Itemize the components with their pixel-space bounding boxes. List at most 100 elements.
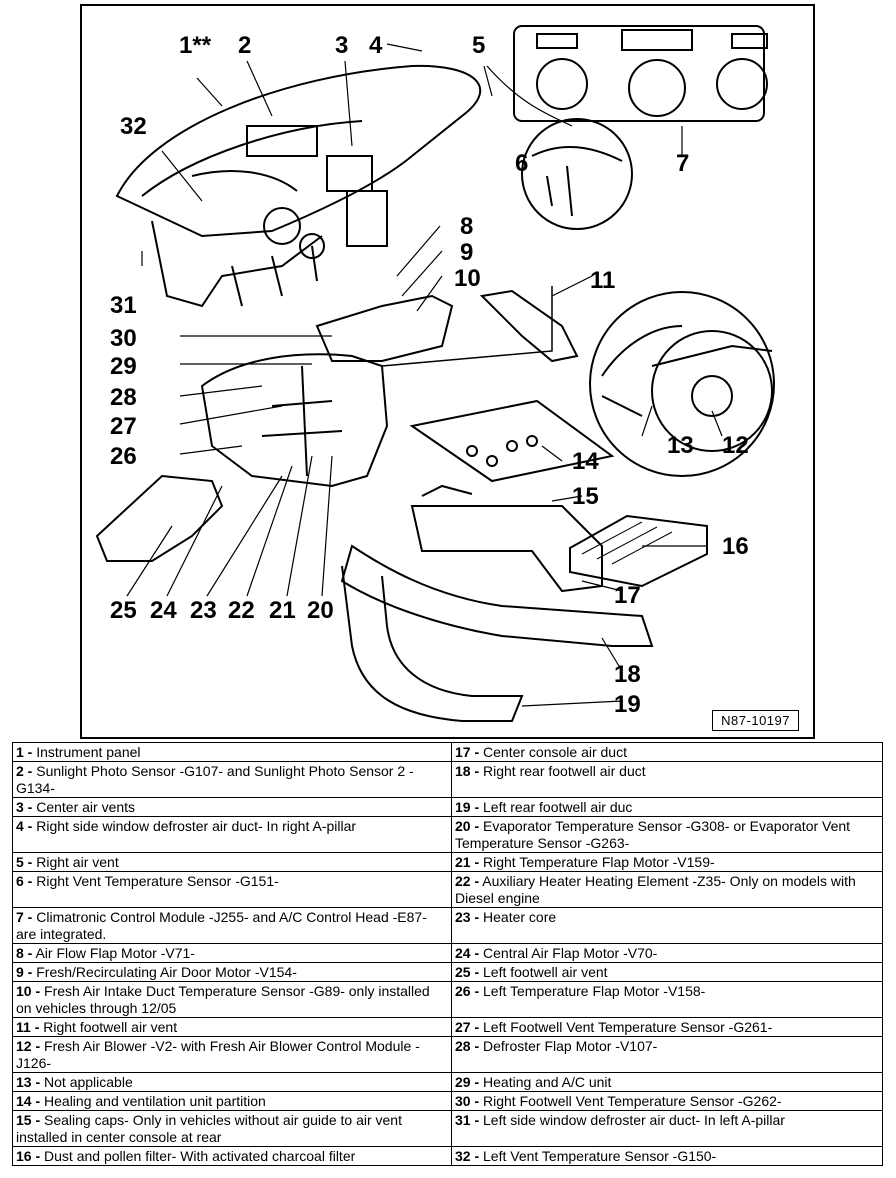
legend-item-text: Left footwell air vent <box>483 964 608 980</box>
callout-32: 32 <box>120 113 147 140</box>
legend-item-text: Left Temperature Flap Motor -V158- <box>483 983 706 999</box>
callout-23: 23 <box>190 597 217 624</box>
legend-item-number: 18 - <box>455 763 480 779</box>
callout-6: 6 <box>515 150 528 177</box>
callout-17: 17 <box>614 582 641 609</box>
legend-item-number: 19 - <box>455 799 480 815</box>
diagram-artwork: 1** 2 3 4 5 6 7 8 9 10 11 12 13 14 15 16… <box>95 25 775 722</box>
legend-row: 14 - Healing and ventilation unit partit… <box>12 1091 883 1111</box>
legend-item-number: 20 - <box>455 818 480 834</box>
callout-4: 4 <box>369 32 383 59</box>
legend-cell-left: 14 - Healing and ventilation unit partit… <box>12 1091 452 1111</box>
rear-duct-left-shape <box>341 565 524 722</box>
legend-item-number: 13 - <box>16 1074 41 1090</box>
legend-item-text: Left side window defroster air duct- In … <box>483 1112 785 1128</box>
legend-item-number: 16 - <box>16 1148 41 1164</box>
callout-5: 5 <box>472 32 485 59</box>
legend-item-text: Dust and pollen filter- With activated c… <box>44 1148 356 1164</box>
legend-row: 8 - Air Flow Flap Motor -V71-24 - Centra… <box>12 943 883 963</box>
legend-item-number: 30 - <box>455 1093 480 1109</box>
legend-item-text: Right Vent Temperature Sensor -G151- <box>36 873 279 889</box>
legend-cell-right: 28 - Defroster Flap Motor -V107- <box>451 1036 883 1073</box>
legend-cell-left: 13 - Not applicable <box>12 1072 452 1092</box>
legend-item-text: Instrument panel <box>36 744 141 760</box>
callout-14: 14 <box>572 448 599 475</box>
legend-item-number: 1 - <box>16 744 33 760</box>
legend-item-text: Right air vent <box>36 854 119 870</box>
legend-item-text: Center console air duct <box>483 744 627 760</box>
component-diagram: 1** 2 3 4 5 6 7 8 9 10 11 12 13 14 15 16… <box>80 4 815 739</box>
hvac-unit-shape <box>200 353 389 488</box>
legend-cell-right: 20 - Evaporator Temperature Sensor -G308… <box>451 816 883 853</box>
callout-20: 20 <box>307 597 334 624</box>
legend-row: 9 - Fresh/Recirculating Air Door Motor -… <box>12 962 883 982</box>
callout-8: 8 <box>460 213 473 240</box>
legend-cell-right: 31 - Left side window defroster air duct… <box>451 1110 883 1147</box>
legend-item-number: 4 - <box>16 818 33 834</box>
legend-item-number: 29 - <box>455 1074 480 1090</box>
legend-item-text: Right footwell air vent <box>43 1019 178 1035</box>
callout-19: 19 <box>614 691 641 718</box>
legend-item-text: Left Vent Temperature Sensor -G150- <box>483 1148 717 1164</box>
legend-cell-left: 16 - Dust and pollen filter- With activa… <box>12 1146 452 1166</box>
legend-item-text: Sunlight Photo Sensor -G107- and Sunligh… <box>16 763 414 796</box>
legend-item-number: 17 - <box>455 744 480 760</box>
callout-26: 26 <box>110 443 137 470</box>
legend-item-number: 15 - <box>16 1112 41 1128</box>
legend-cell-right: 22 - Auxiliary Heater Heating Element -Z… <box>451 871 883 908</box>
legend-cell-right: 21 - Right Temperature Flap Motor -V159- <box>451 852 883 872</box>
legend-item-number: 14 - <box>16 1093 41 1109</box>
legend-item-number: 10 - <box>16 983 41 999</box>
legend-cell-left: 4 - Right side window defroster air duct… <box>12 816 452 853</box>
legend-item-number: 12 - <box>16 1038 41 1054</box>
vent-sensor-inset <box>521 118 633 230</box>
legend-cell-left: 9 - Fresh/Recirculating Air Door Motor -… <box>12 962 452 982</box>
legend-row: 15 - Sealing caps- Only in vehicles with… <box>12 1110 883 1147</box>
legend-item-text: Center air vents <box>36 799 136 815</box>
legend-cell-left: 5 - Right air vent <box>12 852 452 872</box>
callout-21: 21 <box>269 597 296 624</box>
legend-item-text: Sealing caps- Only in vehicles without a… <box>16 1112 402 1145</box>
legend-item-text: Heater core <box>483 909 557 925</box>
legend-item-number: 21 - <box>455 854 480 870</box>
callout-3: 3 <box>335 32 348 59</box>
legend-item-number: 26 - <box>455 983 480 999</box>
legend-item-text: Heating and A/C unit <box>483 1074 612 1090</box>
callout-9: 9 <box>460 239 473 266</box>
legend-item-text: Defroster Flap Motor -V107- <box>483 1038 658 1054</box>
legend-cell-right: 30 - Right Footwell Vent Temperature Sen… <box>451 1091 883 1111</box>
legend-cell-left: 11 - Right footwell air vent <box>12 1017 452 1037</box>
callout-7: 7 <box>676 150 689 177</box>
legend-cell-right: 32 - Left Vent Temperature Sensor -G150- <box>451 1146 883 1166</box>
legend-cell-left: 7 - Climatronic Control Module -J255- an… <box>12 907 452 944</box>
callout-13: 13 <box>667 432 694 459</box>
legend-item-text: Right rear footwell air duct <box>483 763 646 779</box>
legend-cell-left: 6 - Right Vent Temperature Sensor -G151- <box>12 871 452 908</box>
legend-item-text: Left Footwell Vent Temperature Sensor -G… <box>483 1019 773 1035</box>
legend-item-text: Auxiliary Heater Heating Element -Z35- O… <box>455 873 856 906</box>
callout-11: 11 <box>590 267 615 294</box>
legend-cell-left: 1 - Instrument panel <box>12 742 452 762</box>
legend-cell-right: 17 - Center console air duct <box>451 742 883 762</box>
legend-cell-left: 8 - Air Flow Flap Motor -V71- <box>12 943 452 963</box>
legend-item-number: 31 - <box>455 1112 480 1128</box>
legend-item-number: 3 - <box>16 799 33 815</box>
legend-cell-left: 3 - Center air vents <box>12 797 452 817</box>
legend-item-number: 25 - <box>455 964 480 980</box>
legend-item-text: Evaporator Temperature Sensor -G308- or … <box>455 818 851 851</box>
console-duct-shape <box>410 505 603 593</box>
callout-18: 18 <box>614 661 641 688</box>
callout-1: 1** <box>179 32 212 59</box>
legend-item-text: Not applicable <box>44 1074 133 1090</box>
legend-item-text: Air Flow Flap Motor -V71- <box>35 945 195 961</box>
callout-29: 29 <box>110 353 137 380</box>
legend-cell-left: 10 - Fresh Air Intake Duct Temperature S… <box>12 981 452 1018</box>
legend-item-number: 32 - <box>455 1148 480 1164</box>
legend-item-number: 24 - <box>455 945 480 961</box>
partition-shape <box>409 399 615 483</box>
legend-row: 2 - Sunlight Photo Sensor -G107- and Sun… <box>12 761 883 798</box>
